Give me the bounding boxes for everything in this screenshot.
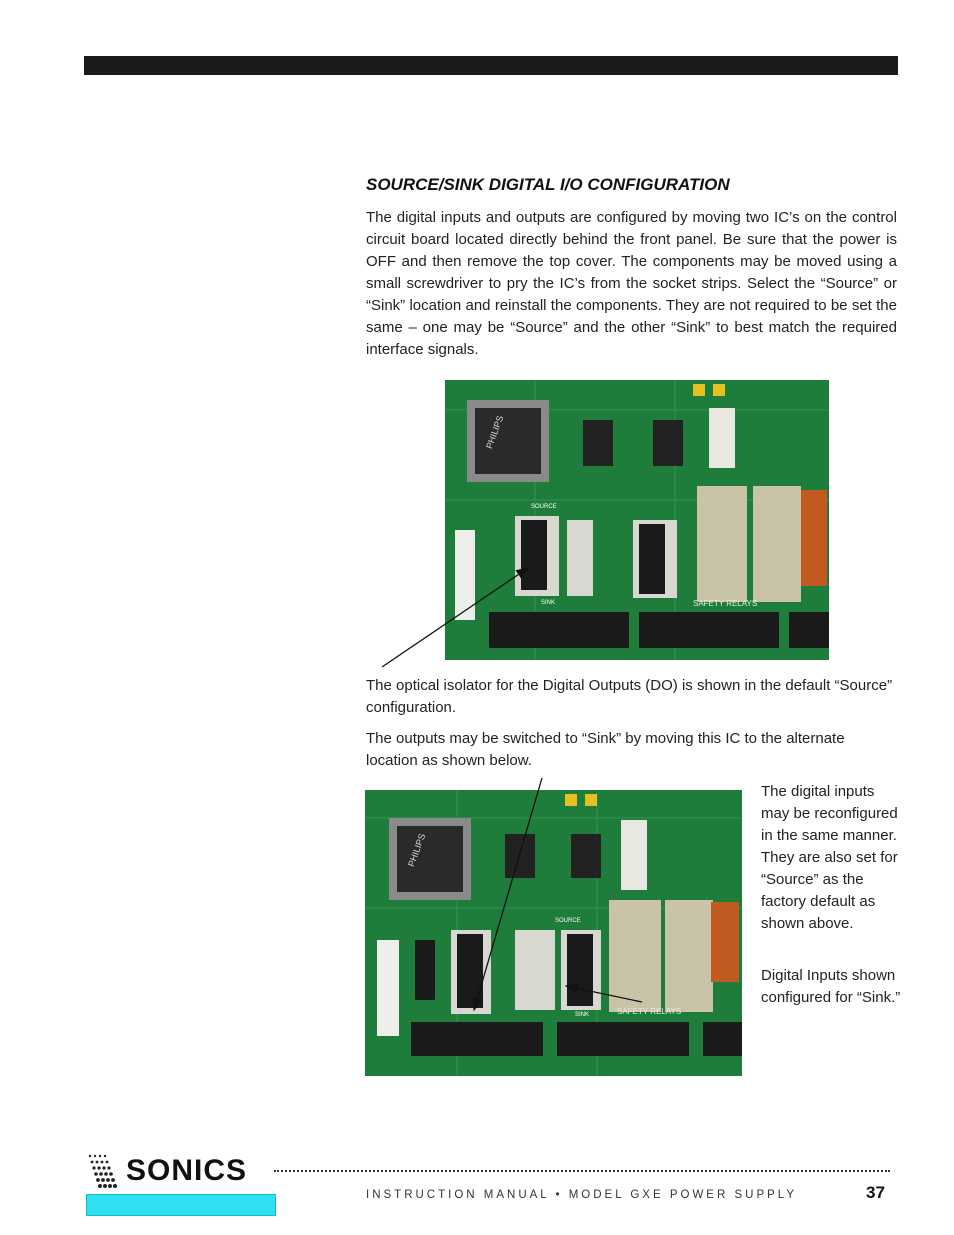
section-title: SOURCE/SINK DIGITAL I/O CONFIGURATION (366, 175, 730, 194)
footer-divider (274, 1170, 890, 1172)
silk-relays-label: SAFETY RELAYS (693, 599, 757, 608)
caption-switch-sink: The outputs may be switched to “Sink” by… (366, 730, 845, 769)
silk-sink-label: SINK (575, 1012, 589, 1018)
circuit-board-photo-sink: PHILIPS SOURCE SINK SAFETY RELAYS (365, 790, 742, 1076)
page-number: 37 (866, 1183, 885, 1202)
header-bar (84, 56, 898, 75)
silk-relays-label: SAFETY RELAYS (617, 1007, 681, 1016)
sonics-logo: SONICS (86, 1150, 276, 1220)
note-inputs-sink: Digital Inputs shown configured for “Sin… (761, 967, 901, 1006)
caption-default-source: The optical isolator for the Digital Out… (366, 677, 893, 716)
silk-source-label: SOURCE (555, 918, 581, 924)
logo-text: SONICS (126, 1154, 248, 1187)
logo-wave-icon (88, 1154, 117, 1188)
silk-sink-label: SINK (541, 600, 555, 606)
circuit-board-photo-source: PHILIPS SOURCE SINK SAFETY RELAYS (445, 380, 829, 660)
section-body: The digital inputs and outputs are confi… (366, 209, 897, 358)
silk-source-label: SOURCE (531, 504, 557, 510)
footer-manual-title: INSTRUCTION MANUAL • MODEL GXE POWER SUP… (366, 1189, 798, 1201)
logo-color-bar (86, 1194, 276, 1216)
note-inputs-reconfig: The digital inputs may be reconfigured i… (761, 783, 898, 932)
